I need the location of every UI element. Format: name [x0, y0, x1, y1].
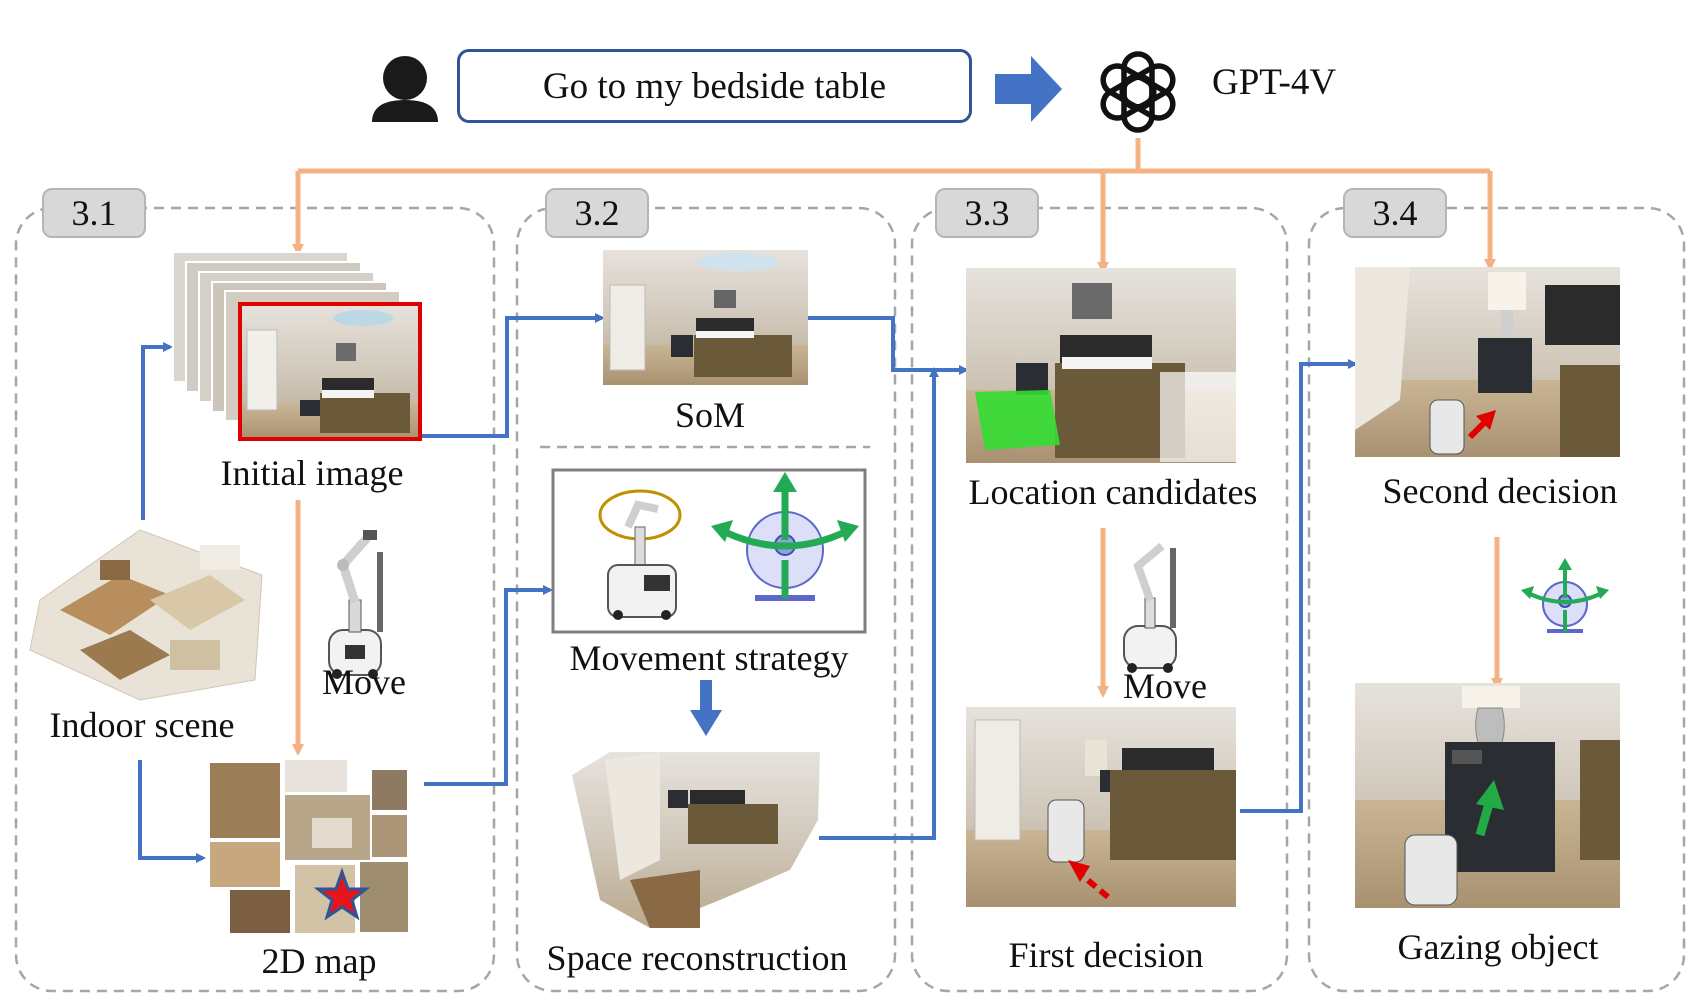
command-arrow-icon: [995, 56, 1062, 122]
label-gazing-object: Gazing object: [1397, 927, 1599, 967]
label-move-1: Move: [322, 662, 406, 702]
initial-image-stack: [172, 251, 422, 441]
label-indoor-scene: Indoor scene: [49, 705, 235, 745]
location-candidates-image: [966, 268, 1236, 463]
label-som: SoM: [674, 395, 746, 435]
section-box-3-4: [1307, 206, 1686, 993]
blue-flow-arrows: [138, 313, 1358, 863]
first-decision-image: [966, 707, 1236, 907]
label-movement-strategy: Movement strategy: [569, 638, 849, 678]
label-space-reconstruction: Space reconstruction: [546, 938, 848, 978]
section-boxes: [14, 206, 1686, 993]
space-reconstruction-image: [572, 752, 820, 928]
section-badge-3-2: 3.2: [545, 188, 649, 238]
rotate-move-icon: [711, 472, 859, 601]
robot-icon: [328, 530, 383, 679]
second-decision-image: [1355, 267, 1620, 457]
label-move-2: Move: [1123, 666, 1207, 706]
rotate-move-icon-2: [1521, 558, 1609, 633]
label-location-candidates: Location candidates: [968, 472, 1258, 512]
label-2d-map: 2D map: [261, 941, 377, 981]
label-first-decision: First decision: [1008, 935, 1204, 975]
section-box-3-3: [910, 206, 1289, 993]
orange-step-arrows: [292, 500, 1503, 756]
strategy-to-reconstruction-arrow: [690, 680, 722, 736]
section-badge-3-3: 3.3: [935, 188, 1039, 238]
gpt-distribution-arrows: [292, 138, 1496, 274]
instruction-text: Go to my bedside table: [542, 65, 887, 107]
section-badge-3-4: 3.4: [1343, 188, 1447, 238]
label-second-decision: Second decision: [1382, 471, 1618, 511]
map-2d-image: [208, 760, 408, 935]
indoor-scene-image: [29, 529, 263, 701]
som-image: [603, 250, 808, 385]
openai-logo-icon: [1100, 51, 1176, 133]
robot-icon-2: [1123, 542, 1177, 673]
section-box-3-2: [515, 206, 897, 993]
section-badge-3-1: 3.1: [42, 188, 146, 238]
movement-strategy-panel: [551, 468, 867, 634]
section-box-3-1: [14, 206, 496, 993]
user-icon: [372, 56, 438, 122]
gazing-object-image: [1355, 683, 1620, 908]
candidate-green-region: [975, 390, 1060, 450]
initial-image-highlight: [238, 302, 422, 441]
instruction-box: Go to my bedside table: [457, 49, 972, 123]
label-initial-image: Initial image: [220, 453, 404, 493]
model-name: GPT-4V: [1212, 62, 1337, 103]
strategy-robot-icon: [598, 489, 682, 620]
target-star-icon: [313, 867, 371, 921]
initial-image-photo: [240, 304, 420, 439]
